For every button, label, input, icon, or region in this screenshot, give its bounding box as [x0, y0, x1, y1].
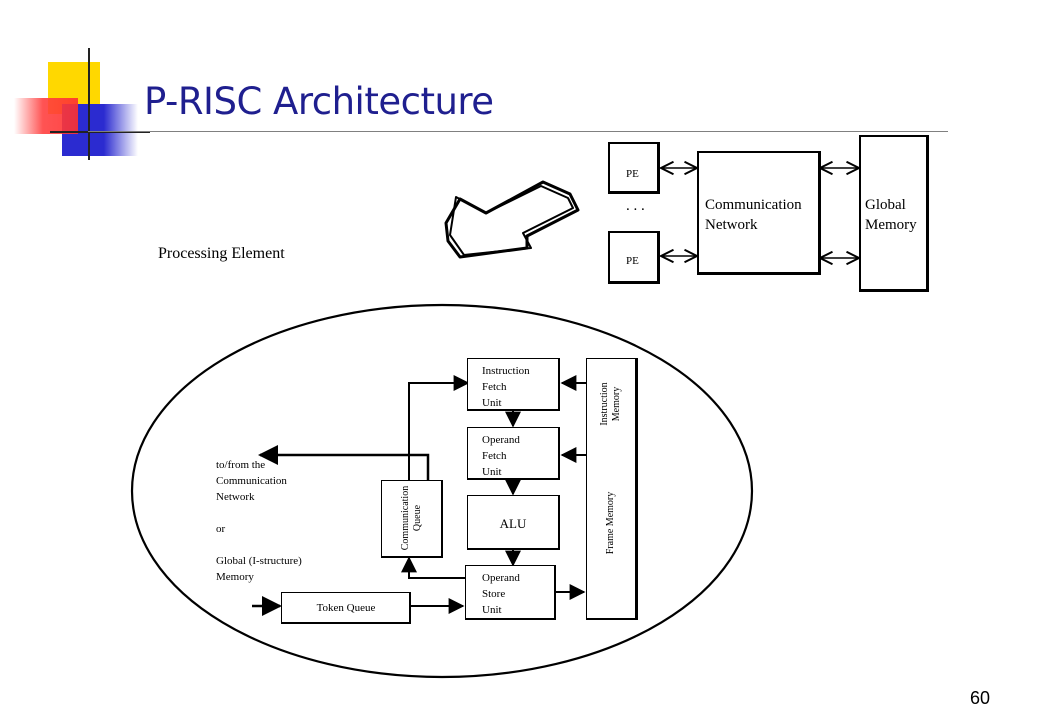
- slide-logo: [0, 0, 150, 160]
- frame-memory-label: Frame Memory: [605, 491, 616, 555]
- token-queue-box: Token Queue: [281, 592, 411, 624]
- communication-queue-label: Communication Queue: [400, 485, 423, 551]
- operand-store-unit-label: Operand Store Unit: [482, 572, 520, 616]
- communication-network-box: Communication Network: [697, 151, 821, 275]
- communication-queue-box: Communication Queue: [381, 480, 443, 558]
- operand-store-unit: Operand Store Unit: [465, 565, 556, 620]
- zoom-arrow-shape: [444, 180, 580, 259]
- alu-box: ALU: [467, 495, 560, 550]
- osu-to-commqueue-arrow: [401, 556, 465, 579]
- operand-fetch-unit: Operand Fetch Unit: [467, 427, 560, 480]
- instruction-fetch-unit: Instruction Fetch Unit: [467, 358, 560, 411]
- pe-ellipsis: . . .: [626, 198, 645, 214]
- operand-fetch-unit-label: Operand Fetch Unit: [482, 434, 520, 478]
- ifu-loop-arrow: [258, 445, 430, 480]
- processing-element-ellipse: [130, 303, 754, 679]
- communication-network-label: Communication Network: [705, 197, 802, 233]
- to-from-label: to/from the Communication Network or Glo…: [216, 459, 302, 583]
- logo-horizontal-line: [50, 131, 150, 133]
- instruction-fetch-unit-label: Instruction Fetch Unit: [482, 365, 530, 409]
- pe-label-top: PE: [626, 168, 639, 180]
- page-number: 60: [969, 688, 990, 708]
- instruction-memory-label: Instruction Memory: [599, 382, 622, 426]
- memory-column-box: Instruction Memory Frame Memory: [586, 358, 638, 620]
- processing-element-label: Processing Element: [158, 245, 285, 262]
- slide-title: P-RISC Architecture: [144, 80, 494, 123]
- pe-box-bottom: PE: [608, 231, 660, 284]
- global-memory-box: Global Memory: [859, 135, 929, 292]
- pe-box-top: PE: [608, 142, 660, 194]
- title-rule: [88, 131, 948, 132]
- pe-label-bottom: PE: [626, 255, 639, 267]
- alu-label: ALU: [499, 516, 527, 531]
- token-queue-label: Token Queue: [316, 602, 376, 614]
- commqueue-to-ifu-arrow: [408, 375, 470, 480]
- logo-red-square: [14, 98, 78, 134]
- logo-vertical-line: [88, 48, 90, 160]
- global-memory-label: Global Memory: [865, 197, 917, 233]
